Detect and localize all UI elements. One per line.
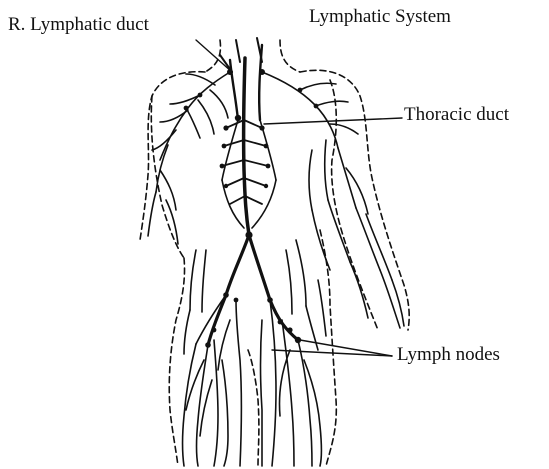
thoracic-duct-vessel <box>208 38 298 345</box>
left-arm-branches <box>262 72 404 328</box>
diagram-title: Lymphatic System <box>309 6 451 28</box>
leader-thoracic-duct <box>264 118 402 124</box>
leg-branches-left <box>183 250 242 466</box>
leg-branches-right <box>261 240 327 466</box>
leader-right-lymphatic-duct <box>196 40 232 72</box>
label-thoracic-duct: Thoracic duct <box>404 104 509 126</box>
lymph-node-dots <box>184 69 319 348</box>
right-lymphatic-branches <box>148 72 230 244</box>
label-right-lymphatic-duct: R. Lymphatic duct <box>8 14 149 36</box>
label-lymph-nodes: Lymph nodes <box>397 344 500 366</box>
body-outline <box>140 40 409 466</box>
